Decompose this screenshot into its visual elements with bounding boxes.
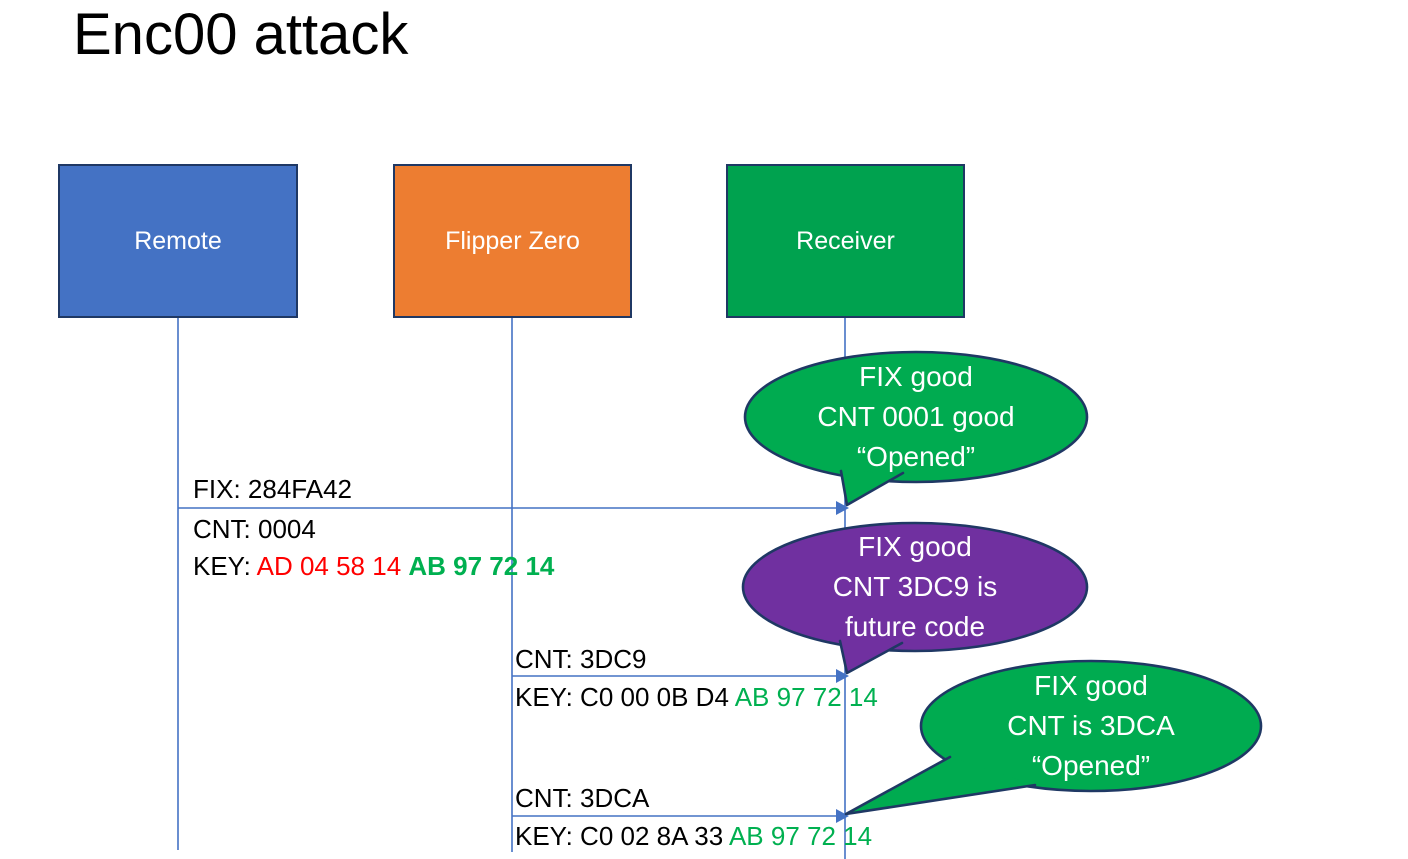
actor-label-remote: Remote xyxy=(134,226,222,255)
key-changing-bytes: AD 04 58 14 xyxy=(256,551,409,581)
bubble-3-ellipse xyxy=(919,659,1263,793)
cnt-value: CNT: 3DCA xyxy=(515,783,650,813)
bubble-line: FIX good xyxy=(858,531,972,562)
bubble-2-text: FIX good CNT 3DC9 is future code xyxy=(743,523,1087,651)
bubble-line: CNT is 3DCA xyxy=(1007,710,1175,741)
message-arrowhead-2 xyxy=(836,669,849,683)
bubble-1-ellipse xyxy=(743,350,1089,484)
message-arrowhead-1 xyxy=(836,501,849,515)
message-3-cnt-line: CNT: 3DCA xyxy=(515,783,649,813)
bubble-1-text: FIX good CNT 0001 good “Opened” xyxy=(745,352,1087,482)
cnt-value: CNT: 0004 xyxy=(193,514,316,544)
message-2-cnt-line: CNT: 3DC9 xyxy=(515,644,646,674)
key-prefix: KEY: C0 00 0B D4 xyxy=(515,682,735,712)
bubble-2-tail xyxy=(838,639,904,675)
bubble-2-ellipse xyxy=(741,521,1089,653)
bubble-line: FIX good xyxy=(1034,670,1148,701)
bubble-3-tail xyxy=(844,755,1037,816)
bubble-line: “Opened” xyxy=(856,441,976,472)
message-1-fix-line: FIX: 284FA42 xyxy=(193,474,352,504)
message-1-cnt-line: CNT: 0004 xyxy=(193,514,316,544)
page-title: Enc00 attack xyxy=(73,2,409,67)
key-fixed-bytes: AB 97 72 14 xyxy=(408,551,555,581)
key-prefix: KEY: xyxy=(193,551,257,581)
actor-label-receiver: Receiver xyxy=(796,226,895,255)
actor-box-flipper-zero: Flipper Zero xyxy=(393,164,632,318)
key-fixed-bytes: AB 97 72 14 xyxy=(728,821,873,851)
actor-box-receiver: Receiver xyxy=(726,164,965,318)
bubble-line: CNT 3DC9 is xyxy=(832,571,998,602)
message-1-key-line: KEY: AD 04 58 14 AB 97 72 14 xyxy=(193,551,554,581)
actor-label-flipper-zero: Flipper Zero xyxy=(445,226,580,255)
message-2-key-line: KEY: C0 00 0B D4 AB 97 72 14 xyxy=(515,682,878,712)
fix-value: FIX: 284FA42 xyxy=(193,474,352,504)
bubble-line: future code xyxy=(844,611,986,642)
bubble-1-tail xyxy=(839,469,905,507)
bubble-line: “Opened” xyxy=(1031,750,1151,781)
cnt-value: CNT: 3DC9 xyxy=(515,644,647,674)
key-prefix: KEY: C0 02 8A 33 xyxy=(515,821,729,851)
message-arrowhead-3 xyxy=(836,809,849,823)
bubble-line: FIX good xyxy=(859,361,973,392)
bubble-line: CNT 0001 good xyxy=(817,401,1015,432)
key-fixed-bytes: AB 97 72 14 xyxy=(734,682,878,712)
bubble-3-text: FIX good CNT is 3DCA “Opened” xyxy=(921,660,1261,792)
message-3-key-line: KEY: C0 02 8A 33 AB 97 72 14 xyxy=(515,821,872,851)
actor-box-remote: Remote xyxy=(58,164,298,318)
